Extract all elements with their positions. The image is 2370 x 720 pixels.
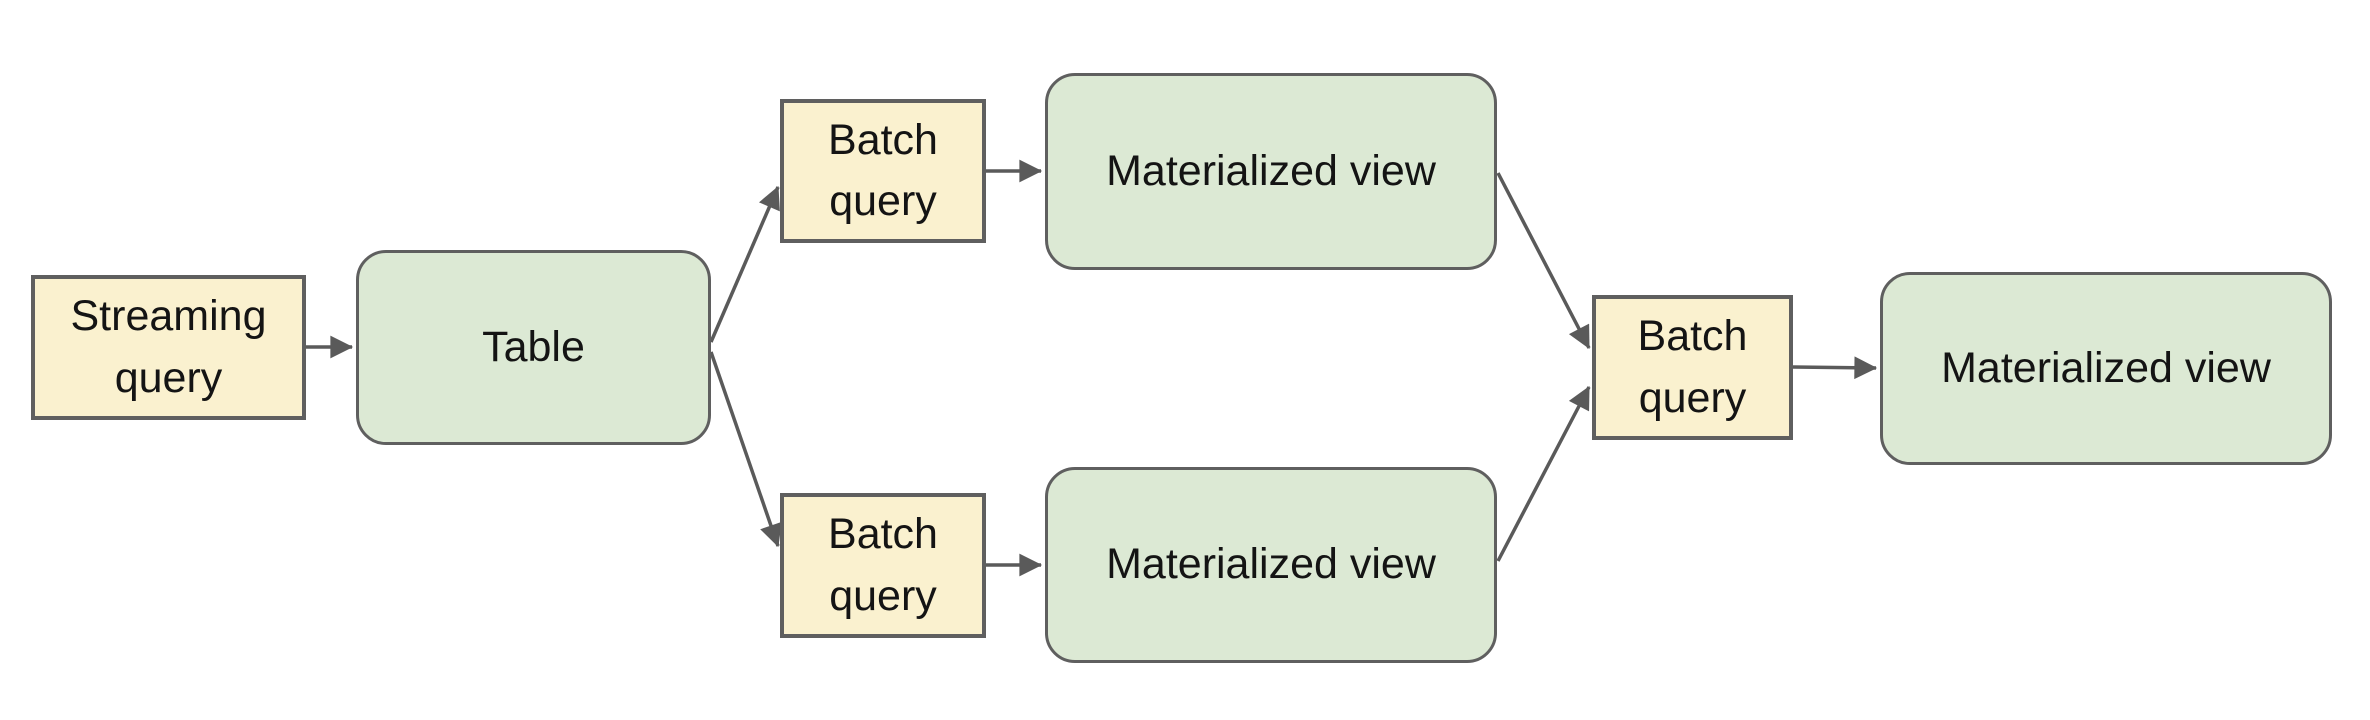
node-batch-query-final-label: Batch query [1637, 312, 1748, 422]
node-materialized-view-bottom-label: Materialized view [1106, 540, 1436, 589]
node-table: Table [356, 250, 711, 445]
node-batch-query-bottom-label: Batch query [828, 510, 938, 620]
node-streaming-query-label: Streaming query [70, 292, 267, 402]
edge-mv-top-to-batch-query-final [1496, 172, 1591, 350]
edge-table-to-batch-query-bottom [709, 351, 782, 548]
node-materialized-view-bottom: Materialized view [1045, 467, 1497, 663]
edge-mv-bottom-to-batch-query-final [1496, 385, 1591, 562]
node-table-label: Table [482, 322, 585, 371]
edge-table-to-batch-query-top [709, 185, 780, 343]
node-batch-query-bottom: Batch query [780, 493, 986, 638]
node-materialized-view-final-label: Materialized view [1941, 343, 2271, 392]
node-materialized-view-top-label: Materialized view [1106, 146, 1436, 195]
node-materialized-view-final: Materialized view [1880, 272, 2332, 465]
node-batch-query-final: Batch query [1592, 295, 1793, 440]
node-batch-query-top-label: Batch query [828, 115, 938, 225]
node-materialized-view-top: Materialized view [1045, 73, 1497, 270]
node-batch-query-top: Batch query [780, 99, 986, 243]
node-streaming-query: Streaming query [31, 275, 306, 420]
edge-batch-query-final-to-mv-final [1792, 356, 1878, 380]
